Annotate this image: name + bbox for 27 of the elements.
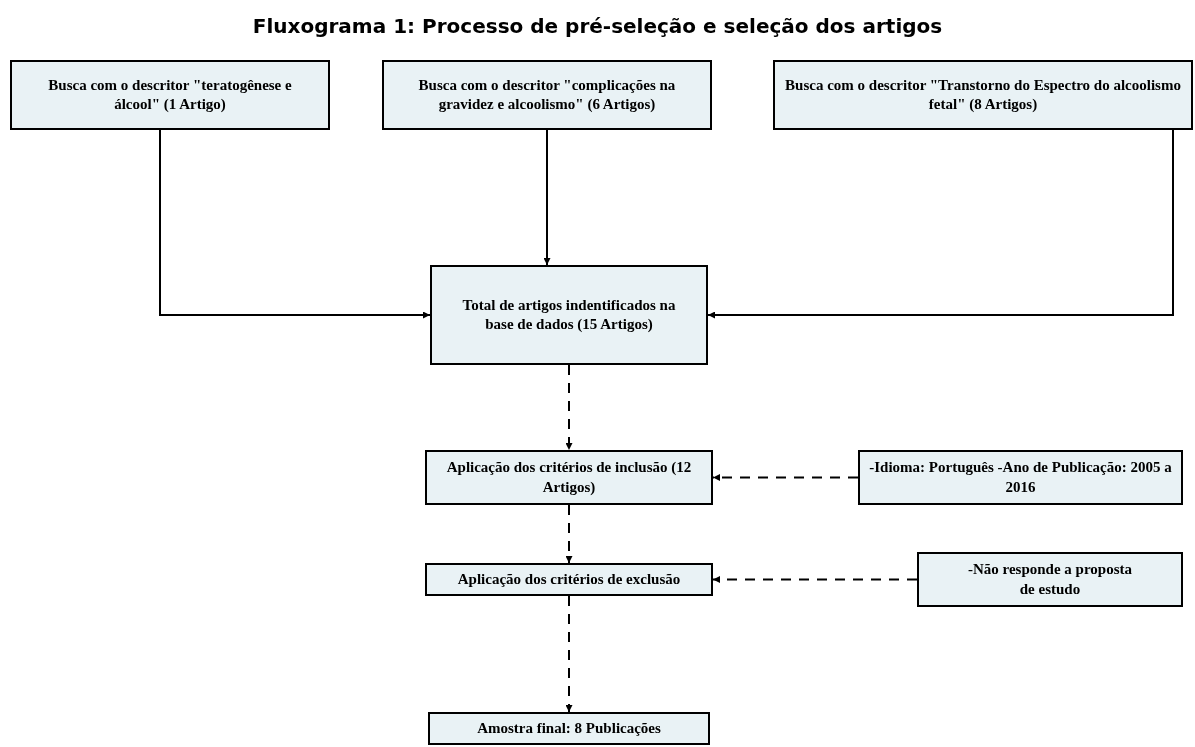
process-box xyxy=(430,265,708,365)
box-text: -Idioma: Português -Ano de Publicação: 2005 a 2016 xyxy=(868,458,1173,497)
arrow xyxy=(712,576,918,583)
process-box xyxy=(425,563,713,596)
diagram-title: Fluxograma 1: Processo de pré-seleção e seleção dos artigos xyxy=(252,14,943,38)
process-box xyxy=(382,60,712,130)
process-box xyxy=(773,60,1193,130)
process-box xyxy=(428,712,710,745)
box-text: Amostra final: 8 Publicações xyxy=(477,718,661,738)
arrow xyxy=(565,364,573,451)
arrow xyxy=(565,504,573,564)
arrow xyxy=(712,474,859,481)
box-text: Aplicação dos critérios de inclusão (12 Artigos) xyxy=(445,458,693,497)
process-box xyxy=(425,450,713,505)
box-text: Busca com o descritor "complicações na gravidez e alcoolismo" (6 Artigos) xyxy=(417,75,677,114)
box-text: Aplicação dos critérios de exclusão xyxy=(457,569,681,589)
box-text: Busca com o descritor "teratogênese e álcool" (1 Artigo) xyxy=(47,75,293,114)
process-box xyxy=(917,552,1183,607)
process-box xyxy=(858,450,1183,505)
box-text: -Não responde a proposta de estudo xyxy=(966,560,1134,599)
box-text: Busca com o descritor "Transtorno do Espectro do alcoolismo fetal" (8 Artigos) xyxy=(784,75,1182,114)
arrow xyxy=(565,595,573,713)
arrow xyxy=(543,129,551,266)
process-box xyxy=(10,60,330,130)
arrow xyxy=(159,129,431,319)
arrow xyxy=(707,129,1174,319)
box-text: Total de artigos indentificados na base de dados (15 Artigos) xyxy=(461,295,677,334)
